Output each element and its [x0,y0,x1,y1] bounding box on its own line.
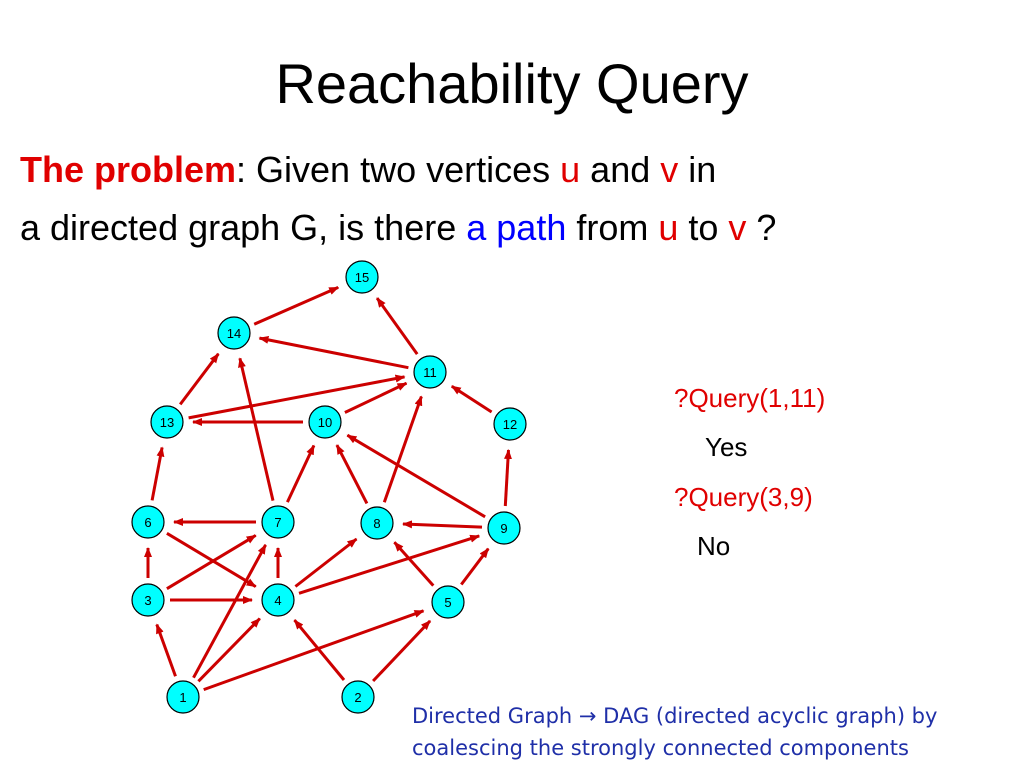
node-circle-9 [487,511,521,545]
node-2: 2 [341,680,375,714]
node-circle-8 [360,506,394,540]
node-7: 7 [261,505,295,539]
node-circle-7 [261,505,295,539]
footnote-line-2: coalescing the strongly connected compon… [412,736,909,760]
edge-5-to-9 [460,547,490,586]
edge-8-to-11 [382,395,423,503]
node-circle-5 [431,585,465,619]
query-2: ?Query(3,9) [674,482,813,512]
edge-11-to-15 [375,297,419,355]
edge-2-to-4 [293,619,346,681]
edge-1-to-4 [197,617,261,683]
node-8: 8 [360,506,394,540]
node-circle-12 [493,407,527,441]
edge-10-to-11 [344,381,408,414]
vertex-v: v [660,149,679,190]
problem-statement-line-1: The problem: Given two vertices u and v … [20,148,716,192]
node-label-3: 3 [144,593,151,608]
edge-4-to-9 [298,534,481,595]
edge-9-to-8 [402,520,483,529]
node-10: 10 [308,405,342,439]
footnote-line-1: Directed Graph → DAG (directed acyclic g… [412,704,938,728]
node-circle-13 [150,405,184,439]
node-label-5: 5 [444,595,451,610]
edge-11-to-14 [258,335,409,370]
node-label-2: 2 [354,690,361,705]
node-label-12: 12 [503,417,517,432]
node-label-11: 11 [423,365,437,380]
edge-8-to-10 [335,444,369,505]
node-13: 13 [150,405,184,439]
vertex-v-2: v [728,207,747,248]
node-circle-4 [261,583,295,617]
node-4: 4 [261,583,295,617]
edge-3-to-7 [166,534,257,590]
node-circle-6 [131,505,165,539]
edge-1-to-5 [203,609,425,692]
problem-lead: The problem [20,149,237,190]
node-label-14: 14 [227,326,241,341]
node-circle-10 [308,405,342,439]
problem-text-in: in [678,149,717,190]
slide-title: Reachability Query [275,52,749,115]
node-label-9: 9 [500,521,507,536]
edge-7-to-14 [238,357,275,501]
edge-13-to-11 [188,374,406,420]
vertex-u-2: u [658,207,679,248]
query-1: ?Query(1,11) [674,383,826,413]
node-circle-15 [345,260,379,294]
edge-6-to-4 [166,532,257,588]
edge-12-to-11 [450,384,493,414]
edge-6-to-13 [150,446,165,501]
node-label-15: 15 [355,270,369,285]
problem-text-end: ? [746,207,777,248]
node-circle-11 [413,355,447,389]
problem-text-and: and [580,149,661,190]
edge-1-to-3 [155,623,177,677]
node-3: 3 [131,583,165,617]
node-15: 15 [345,260,379,294]
node-9: 9 [487,511,521,545]
node-12: 12 [493,407,527,441]
edge-4-to-8 [294,537,358,588]
node-circle-3 [131,583,165,617]
node-14: 14 [217,316,251,350]
edge-5-to-8 [393,541,435,587]
problem-text-2: a directed graph G, is there [20,207,467,248]
node-circle-1 [166,680,200,714]
problem-text-to: to [678,207,729,248]
node-label-7: 7 [274,515,281,530]
edge-14-to-15 [253,286,340,326]
node-11: 11 [413,355,447,389]
edge-9-to-12 [503,449,512,507]
node-label-8: 8 [373,516,380,531]
node-label-4: 4 [274,593,281,608]
node-circle-2 [341,680,375,714]
edge-1-to-7 [192,544,267,679]
node-circle-14 [217,316,251,350]
node-label-13: 13 [160,415,174,430]
answer-1: Yes [705,432,748,462]
node-5: 5 [431,585,465,619]
node-label-6: 6 [144,515,151,530]
edge-13-to-14 [179,352,220,406]
vertex-u: u [560,149,581,190]
edge-9-to-10 [346,433,486,519]
answer-2: No [697,531,731,561]
node-label-10: 10 [318,415,332,430]
problem-text-from: from [566,207,659,248]
node-label-1: 1 [179,690,186,705]
a-path: a path [466,207,567,248]
edge-7-to-10 [286,444,316,503]
problem-text-1: : Given two vertices [236,149,561,190]
edge-2-to-5 [372,619,432,683]
problem-statement-line-2: a directed graph G, is there a path from… [20,206,776,250]
node-1: 1 [166,680,200,714]
node-6: 6 [131,505,165,539]
